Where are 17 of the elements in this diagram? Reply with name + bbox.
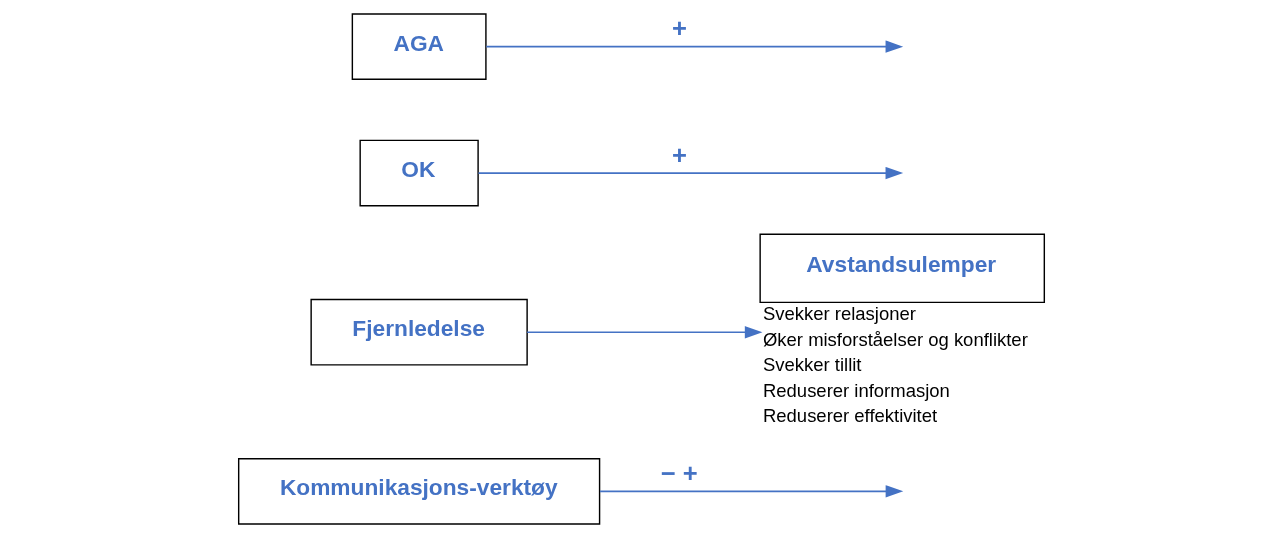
node-label: Svekker relasjoner xyxy=(762,303,916,325)
node-box: AGA xyxy=(351,13,487,80)
node-box: OK xyxy=(358,139,479,207)
node-box: Fjernledelse xyxy=(309,298,528,366)
node-box: Kommunikasjons-verktøy xyxy=(237,458,600,525)
node-label: Reduserer effektivitet xyxy=(762,405,937,427)
node-label: Reduserer informasjon xyxy=(762,379,950,401)
edge-label: − + xyxy=(660,458,698,487)
arrow xyxy=(484,40,903,53)
node-label: Svekker tillit xyxy=(762,354,862,376)
arrow xyxy=(477,166,903,180)
edge-label: + xyxy=(671,140,687,169)
arrow xyxy=(525,326,762,339)
arrow xyxy=(598,485,903,498)
edge-label: + xyxy=(671,14,687,43)
node-label: Øker misforståelser og konflikter xyxy=(762,328,1028,350)
node-box: Avstandsulemper xyxy=(758,233,1045,304)
